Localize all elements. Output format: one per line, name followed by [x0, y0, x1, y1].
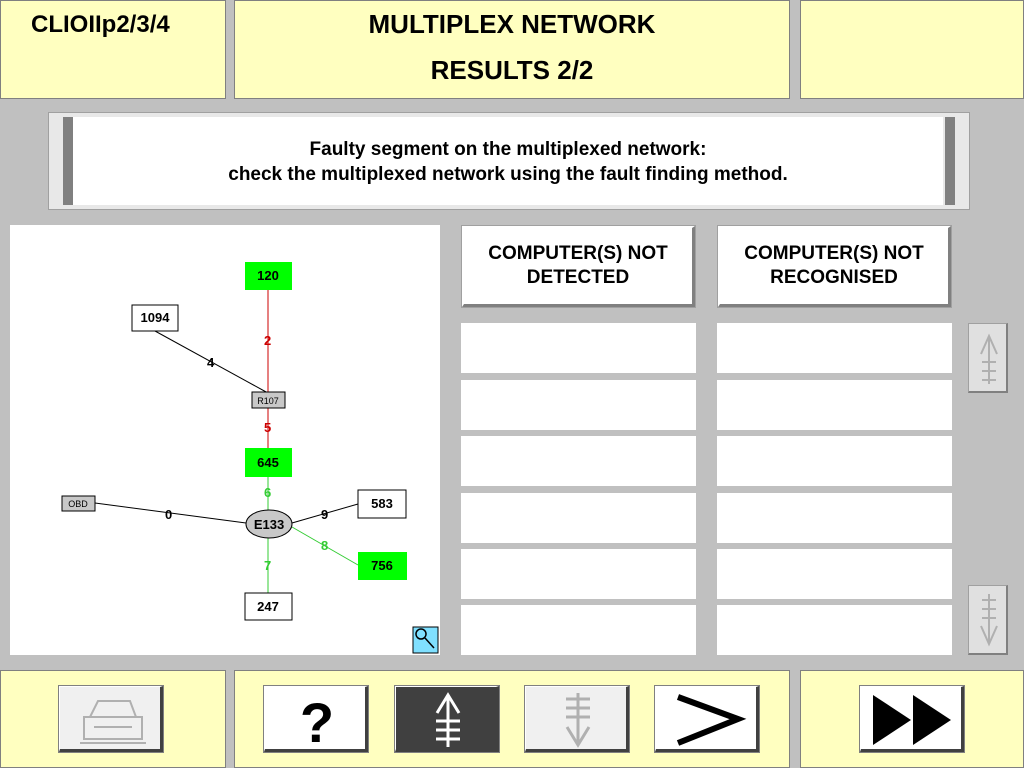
node-1094[interactable]	[131, 304, 179, 332]
node-obd[interactable]	[61, 495, 96, 512]
node-756[interactable]	[358, 552, 407, 580]
page-subtitle: RESULTS 2/2	[430, 55, 594, 85]
segment-label-8: 8	[321, 538, 328, 553]
page-up-button[interactable]	[394, 685, 500, 753]
segment-line-4	[154, 330, 269, 394]
list-item-not-recognised-1[interactable]	[717, 323, 952, 373]
header-right-panel	[800, 0, 1024, 99]
segment-label-5: 5	[264, 420, 271, 435]
node-1094-label: 1094	[141, 310, 171, 325]
list-item-not-recognised-4[interactable]	[717, 493, 952, 543]
message-right-bar	[945, 117, 955, 205]
svg-text:?: ?	[300, 691, 334, 753]
list-item-not-recognised-3[interactable]	[717, 436, 952, 486]
node-120[interactable]	[245, 262, 292, 290]
node-583-label: 583	[371, 496, 393, 511]
node-645[interactable]	[245, 448, 292, 477]
node-247[interactable]	[244, 592, 293, 621]
node-obd-label: OBD	[68, 499, 88, 509]
segment-label-0: 0	[165, 507, 172, 522]
segment-label-6: 6	[264, 485, 271, 500]
node-e133-label: E133	[254, 517, 284, 532]
print-button[interactable]	[58, 685, 164, 753]
list-item-not-recognised-5[interactable]	[717, 549, 952, 599]
list-item-not-detected-3[interactable]	[461, 436, 696, 486]
list-item-not-recognised-6[interactable]	[717, 605, 952, 655]
node-120-label: 120	[257, 268, 279, 283]
scroll-down-button[interactable]	[968, 585, 1008, 655]
node-e133[interactable]	[245, 509, 293, 539]
fast-forward-button[interactable]	[859, 685, 965, 753]
segment-label-2: 2	[264, 333, 271, 348]
list-item-not-detected-4[interactable]	[461, 493, 696, 543]
list-item-not-detected-1[interactable]	[461, 323, 696, 373]
column-not-detected-header: COMPUTER(S) NOT DETECTED	[461, 225, 696, 308]
help-button[interactable]: ?	[263, 685, 369, 753]
list-item-not-detected-6[interactable]	[461, 605, 696, 655]
segment-line-9	[291, 503, 359, 524]
scroll-up-icon	[980, 333, 998, 384]
node-583[interactable]	[357, 489, 407, 519]
header-model-panel: CLIOIIp2/3/4	[0, 0, 226, 99]
message-line-2: check the multiplexed network using the …	[228, 164, 788, 185]
page-down-button[interactable]	[524, 685, 630, 753]
segment-label-9: 9	[321, 507, 328, 522]
message-left-bar	[63, 117, 73, 205]
node-r107[interactable]	[251, 391, 286, 409]
list-item-not-recognised-2[interactable]	[717, 380, 952, 430]
column-not-recognised-header: COMPUTER(S) NOT RECOGNISED	[717, 225, 952, 308]
fast-forward-icon	[873, 695, 951, 745]
message-line-1: Faulty segment on the multiplexed networ…	[309, 139, 707, 160]
segment-line-8	[291, 526, 359, 566]
network-diagram-svg: 2 4 5 6 0 9 8 7 120 1094 R107 645 OBD E1…	[61, 262, 439, 654]
node-r107-label: R107	[257, 396, 279, 406]
printer-icon	[80, 700, 146, 744]
segment-label-7: 7	[264, 558, 271, 573]
message-frame: Faulty segment on the multiplexed networ…	[48, 112, 970, 210]
page-down-icon	[565, 693, 591, 748]
segment-line-0	[94, 502, 247, 524]
network-diagram: 2 4 5 6 0 9 8 7 120 1094 R107 645 OBD E1…	[10, 225, 440, 655]
page-up-icon	[435, 692, 461, 747]
magnifier-icon[interactable]	[412, 626, 439, 654]
list-item-not-detected-2[interactable]	[461, 380, 696, 430]
vehicle-model: CLIOIIp2/3/4	[31, 11, 170, 38]
next-arrow-icon	[676, 694, 747, 746]
list-item-not-detected-5[interactable]	[461, 549, 696, 599]
next-button[interactable]	[654, 685, 760, 753]
node-645-label: 645	[257, 455, 279, 470]
node-756-label: 756	[371, 558, 393, 573]
question-mark-icon: ?	[300, 691, 334, 753]
header-title-panel: MULTIPLEX NETWORK RESULTS 2/2	[234, 0, 790, 99]
node-247-label: 247	[257, 599, 279, 614]
scroll-up-button[interactable]	[968, 323, 1008, 393]
page-title: MULTIPLEX NETWORK	[368, 9, 656, 39]
message-box: Faulty segment on the multiplexed networ…	[73, 117, 943, 205]
segment-label-4: 4	[207, 355, 215, 370]
scroll-down-icon	[980, 594, 998, 647]
